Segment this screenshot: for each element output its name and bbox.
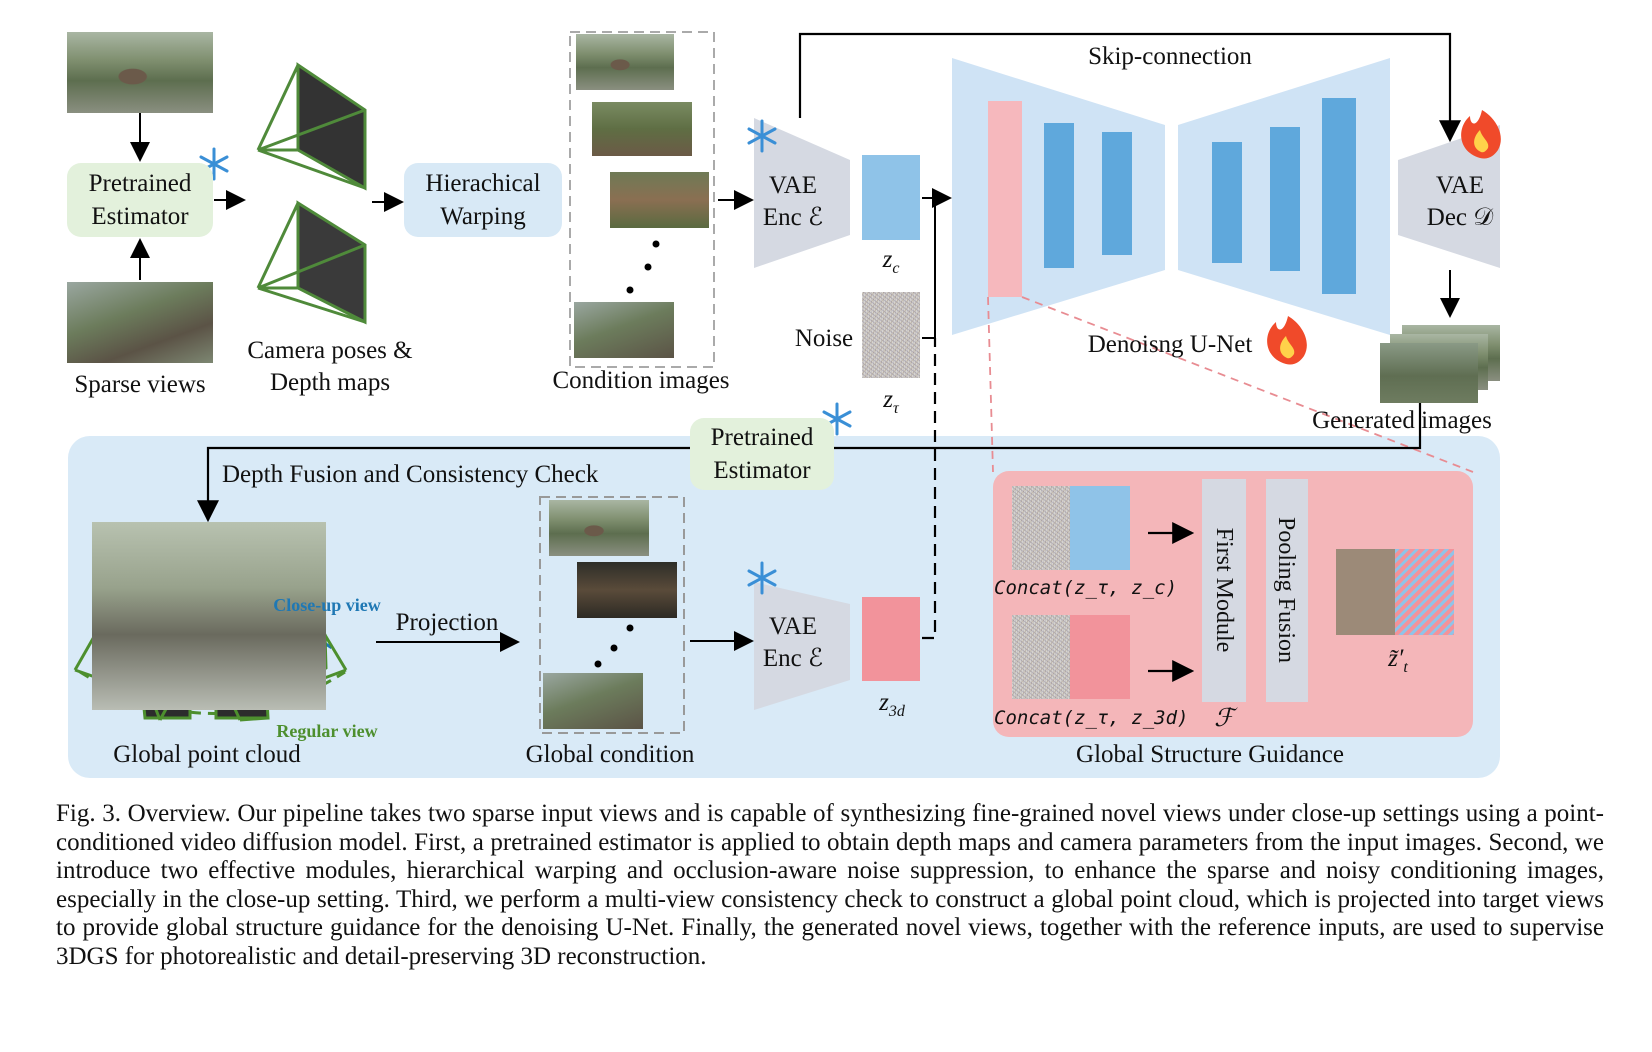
concat-z3d-block [1070,615,1130,699]
condition-images-label: Condition images [552,367,730,394]
vae-dec-label: VAE Dec 𝒟 [1426,172,1494,231]
camera-frustum-1 [256,62,367,191]
pretrained-estimator-label-2: Pretrained Estimator [710,424,814,484]
ztau-label: zτ [883,386,899,417]
output-latent-label: z̃′t [1388,645,1408,676]
condition-image [574,302,674,358]
global-structure-guidance-label: Global Structure Guidance [1076,741,1344,768]
hierarchical-warping-box: Hierachical Warping [404,163,562,237]
camera-poses-label-line1: Camera poses & [247,337,413,364]
snowflake-icon [747,119,777,153]
global-condition-image [543,673,643,729]
camera-frustum-2 [256,200,367,325]
f-symbol-label: ℱ [1214,705,1234,732]
z3d-dashed-connection [922,338,937,640]
pooling-fusion-bar [1266,479,1308,702]
sparse-view-image-bottom [67,282,213,363]
vae-encoder-top [754,118,850,268]
depth-fusion-label: Depth Fusion and Consistency Check [222,461,599,488]
noise-image [862,292,920,378]
vae-enc-label: VAE Enc ℰ [762,172,824,231]
global-condition-frame [539,496,685,734]
point-cloud-image [92,522,326,710]
pretrained-estimator-label: Pretrained Estimator [88,170,192,230]
latent-z3d [862,597,920,681]
condition-image [576,34,674,90]
pretrained-estimator-box-2: Pretrained Estimator [690,418,834,490]
noise-label: Noise [794,325,854,352]
unet-first-block [988,101,1022,297]
denoising-unet-label: Denoisng U-Net [1087,331,1253,358]
pooling-fusion-label: Pooling Fusion [1273,516,1299,664]
snowflake-icon [747,561,777,595]
concat-noise-top [1012,486,1070,570]
camera-poses-label-line2: Depth maps [269,369,391,396]
concat-zc-label: Concat(z_τ, z_c) [994,577,1178,599]
condition-image [592,102,692,156]
concat-noise-bottom [1012,615,1070,699]
vae-enc-label-2: VAE Enc ℰ [762,613,824,672]
regular-view-label: Regular view [276,721,378,741]
first-module-bar [1202,479,1246,702]
skip-connection-label: Skip-connection [1088,43,1252,70]
condition-image [610,172,709,228]
global-point-cloud-label: Global point cloud [113,741,301,768]
hierarchical-warping-label: Hierachical Warping [425,170,541,230]
latent-zc [862,155,920,240]
concat-zc-block [1070,486,1130,570]
zc-label: zc [882,246,900,277]
global-condition-image [549,500,649,556]
close-up-view-label: Close-up view [273,595,381,615]
sparse-views-label: Sparse views [74,371,206,398]
global-condition-label: Global condition [525,741,695,768]
output-latent [1336,549,1454,635]
first-module-label: First Module [1211,527,1237,653]
z3d-label: z3d [879,689,905,720]
vae-encoder-bottom [754,582,850,710]
pretrained-estimator-box: Pretrained Estimator [67,163,213,237]
condition-images-frame [569,31,715,368]
figure-caption: Fig. 3. Overview. Our pipeline takes two… [56,800,1604,970]
concat-z3d-label: Concat(z_τ, z_3d) [994,707,1189,729]
projection-label: Projection [395,609,499,636]
skip-connection-line [798,32,1461,143]
sparse-view-image-top [67,32,213,113]
generated-images-label: Generated images [1312,407,1492,434]
generated-image [1380,343,1478,403]
vae-decoder [1398,125,1500,268]
global-condition-image [577,562,677,618]
